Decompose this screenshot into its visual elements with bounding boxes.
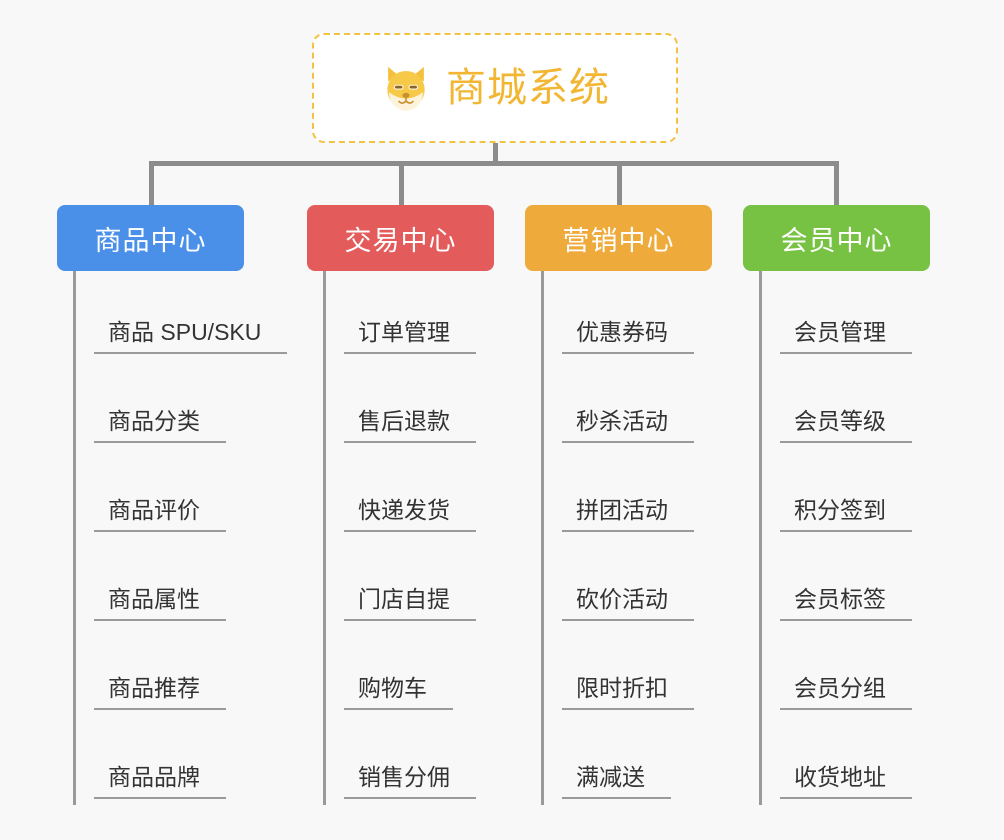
root-node[interactable]: 商城系统	[312, 33, 678, 143]
leaf-label: 优惠券码	[562, 319, 694, 354]
leaf-item[interactable]: 快递发货	[326, 449, 525, 538]
branch-column-trade-center: 交易中心 订单管理 售后退款 快递发货 门店自提 购物车 销售分佣	[307, 205, 525, 805]
leaf-item[interactable]: 商品分类	[76, 360, 307, 449]
dog-face-icon	[387, 66, 425, 111]
leaf-item[interactable]: 订单管理	[326, 271, 525, 360]
leaf-item[interactable]: 满减送	[544, 716, 743, 805]
connector-drop-1	[149, 161, 154, 206]
leaf-label: 售后退款	[344, 408, 476, 443]
connector-drop-3	[617, 161, 622, 206]
leaf-label: 商品品牌	[94, 764, 226, 799]
leaf-label: 满减送	[562, 764, 671, 799]
leaf-label: 商品评价	[94, 497, 226, 532]
leaf-item[interactable]: 销售分佣	[326, 716, 525, 805]
leaf-item[interactable]: 售后退款	[326, 360, 525, 449]
leaf-label: 门店自提	[344, 586, 476, 621]
leaf-list-marketing-center: 优惠券码 秒杀活动 拼团活动 砍价活动 限时折扣 满减送	[541, 271, 743, 805]
leaf-label: 商品 SPU/SKU	[94, 319, 288, 354]
leaf-item[interactable]: 门店自提	[326, 538, 525, 627]
leaf-item[interactable]: 商品属性	[76, 538, 307, 627]
leaf-item[interactable]: 会员管理	[762, 271, 961, 360]
leaf-label: 拼团活动	[562, 497, 694, 532]
leaf-label: 订单管理	[344, 319, 476, 354]
leaf-item[interactable]: 商品 SPU/SKU	[76, 271, 307, 360]
leaf-item[interactable]: 商品评价	[76, 449, 307, 538]
connector-trunk	[493, 143, 498, 165]
leaf-label: 收货地址	[780, 764, 912, 799]
leaf-item[interactable]: 会员分组	[762, 627, 961, 716]
leaf-item[interactable]: 会员标签	[762, 538, 961, 627]
leaf-item[interactable]: 收货地址	[762, 716, 961, 805]
connector-drop-4	[834, 161, 839, 206]
leaf-label: 积分签到	[780, 497, 912, 532]
leaf-label: 会员标签	[780, 586, 912, 621]
branch-column-marketing-center: 营销中心 优惠券码 秒杀活动 拼团活动 砍价活动 限时折扣 满减送	[525, 205, 743, 805]
connector-bus	[149, 161, 839, 166]
leaf-item[interactable]: 商品推荐	[76, 627, 307, 716]
branch-header-member-center[interactable]: 会员中心	[743, 205, 930, 271]
leaf-label: 快递发货	[344, 497, 476, 532]
leaf-item[interactable]: 商品品牌	[76, 716, 307, 805]
leaf-label: 销售分佣	[344, 764, 476, 799]
branch-header-product-center[interactable]: 商品中心	[57, 205, 244, 271]
branch-header-trade-center[interactable]: 交易中心	[307, 205, 494, 271]
leaf-item[interactable]: 秒杀活动	[544, 360, 743, 449]
leaf-label: 砍价活动	[562, 586, 694, 621]
leaf-item[interactable]: 积分签到	[762, 449, 961, 538]
leaf-label: 会员等级	[780, 408, 912, 443]
leaf-label: 秒杀活动	[562, 408, 694, 443]
root-title: 商城系统	[446, 66, 610, 110]
branch-column-product-center: 商品中心 商品 SPU/SKU 商品分类 商品评价 商品属性 商品推荐 商品品牌	[57, 205, 307, 805]
leaf-list-trade-center: 订单管理 售后退款 快递发货 门店自提 购物车 销售分佣	[323, 271, 525, 805]
connector-drop-2	[399, 161, 404, 206]
leaf-list-member-center: 会员管理 会员等级 积分签到 会员标签 会员分组 收货地址	[759, 271, 961, 805]
leaf-item[interactable]: 会员等级	[762, 360, 961, 449]
leaf-label: 限时折扣	[562, 675, 694, 710]
leaf-label: 商品推荐	[94, 675, 226, 710]
leaf-item[interactable]: 限时折扣	[544, 627, 743, 716]
leaf-item[interactable]: 购物车	[326, 627, 525, 716]
leaf-item[interactable]: 优惠券码	[544, 271, 743, 360]
branch-column-member-center: 会员中心 会员管理 会员等级 积分签到 会员标签 会员分组 收货地址	[743, 205, 961, 805]
leaf-list-product-center: 商品 SPU/SKU 商品分类 商品评价 商品属性 商品推荐 商品品牌	[73, 271, 307, 805]
leaf-item[interactable]: 砍价活动	[544, 538, 743, 627]
leaf-label: 会员分组	[780, 675, 912, 710]
leaf-label: 购物车	[344, 675, 453, 710]
leaf-item[interactable]: 拼团活动	[544, 449, 743, 538]
leaf-label: 商品分类	[94, 408, 226, 443]
leaf-label: 商品属性	[94, 586, 226, 621]
branch-header-marketing-center[interactable]: 营销中心	[525, 205, 712, 271]
leaf-label: 会员管理	[780, 319, 912, 354]
